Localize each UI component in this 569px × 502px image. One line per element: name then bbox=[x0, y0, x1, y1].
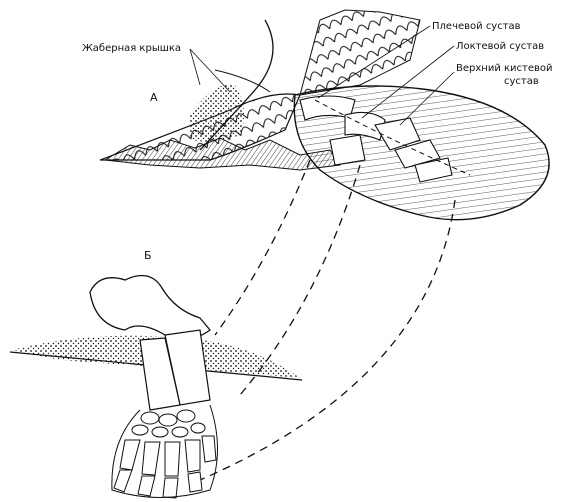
dashed-line-wrist bbox=[200, 200, 455, 480]
callout-gill-cover: Жаберная крышка bbox=[82, 43, 181, 54]
callout-elbow-joint: Локтевой сустав bbox=[456, 41, 544, 52]
digit-bones bbox=[114, 436, 216, 498]
humerus-bone bbox=[90, 276, 210, 340]
callout-wrist-joint-line1: Верхний кистевой bbox=[456, 63, 553, 74]
gill-shading bbox=[190, 84, 244, 141]
label-a: А bbox=[150, 91, 158, 104]
label-b: Б bbox=[144, 249, 152, 262]
callout-shoulder-joint: Плечевой сустав bbox=[432, 21, 521, 32]
fish-scales bbox=[300, 10, 420, 95]
callout-wrist-joint-line2: сустав bbox=[504, 76, 539, 87]
limb-drawing-b: Б bbox=[10, 249, 302, 498]
carpal-bones bbox=[132, 410, 205, 437]
dashed-line-shoulder bbox=[215, 160, 310, 335]
